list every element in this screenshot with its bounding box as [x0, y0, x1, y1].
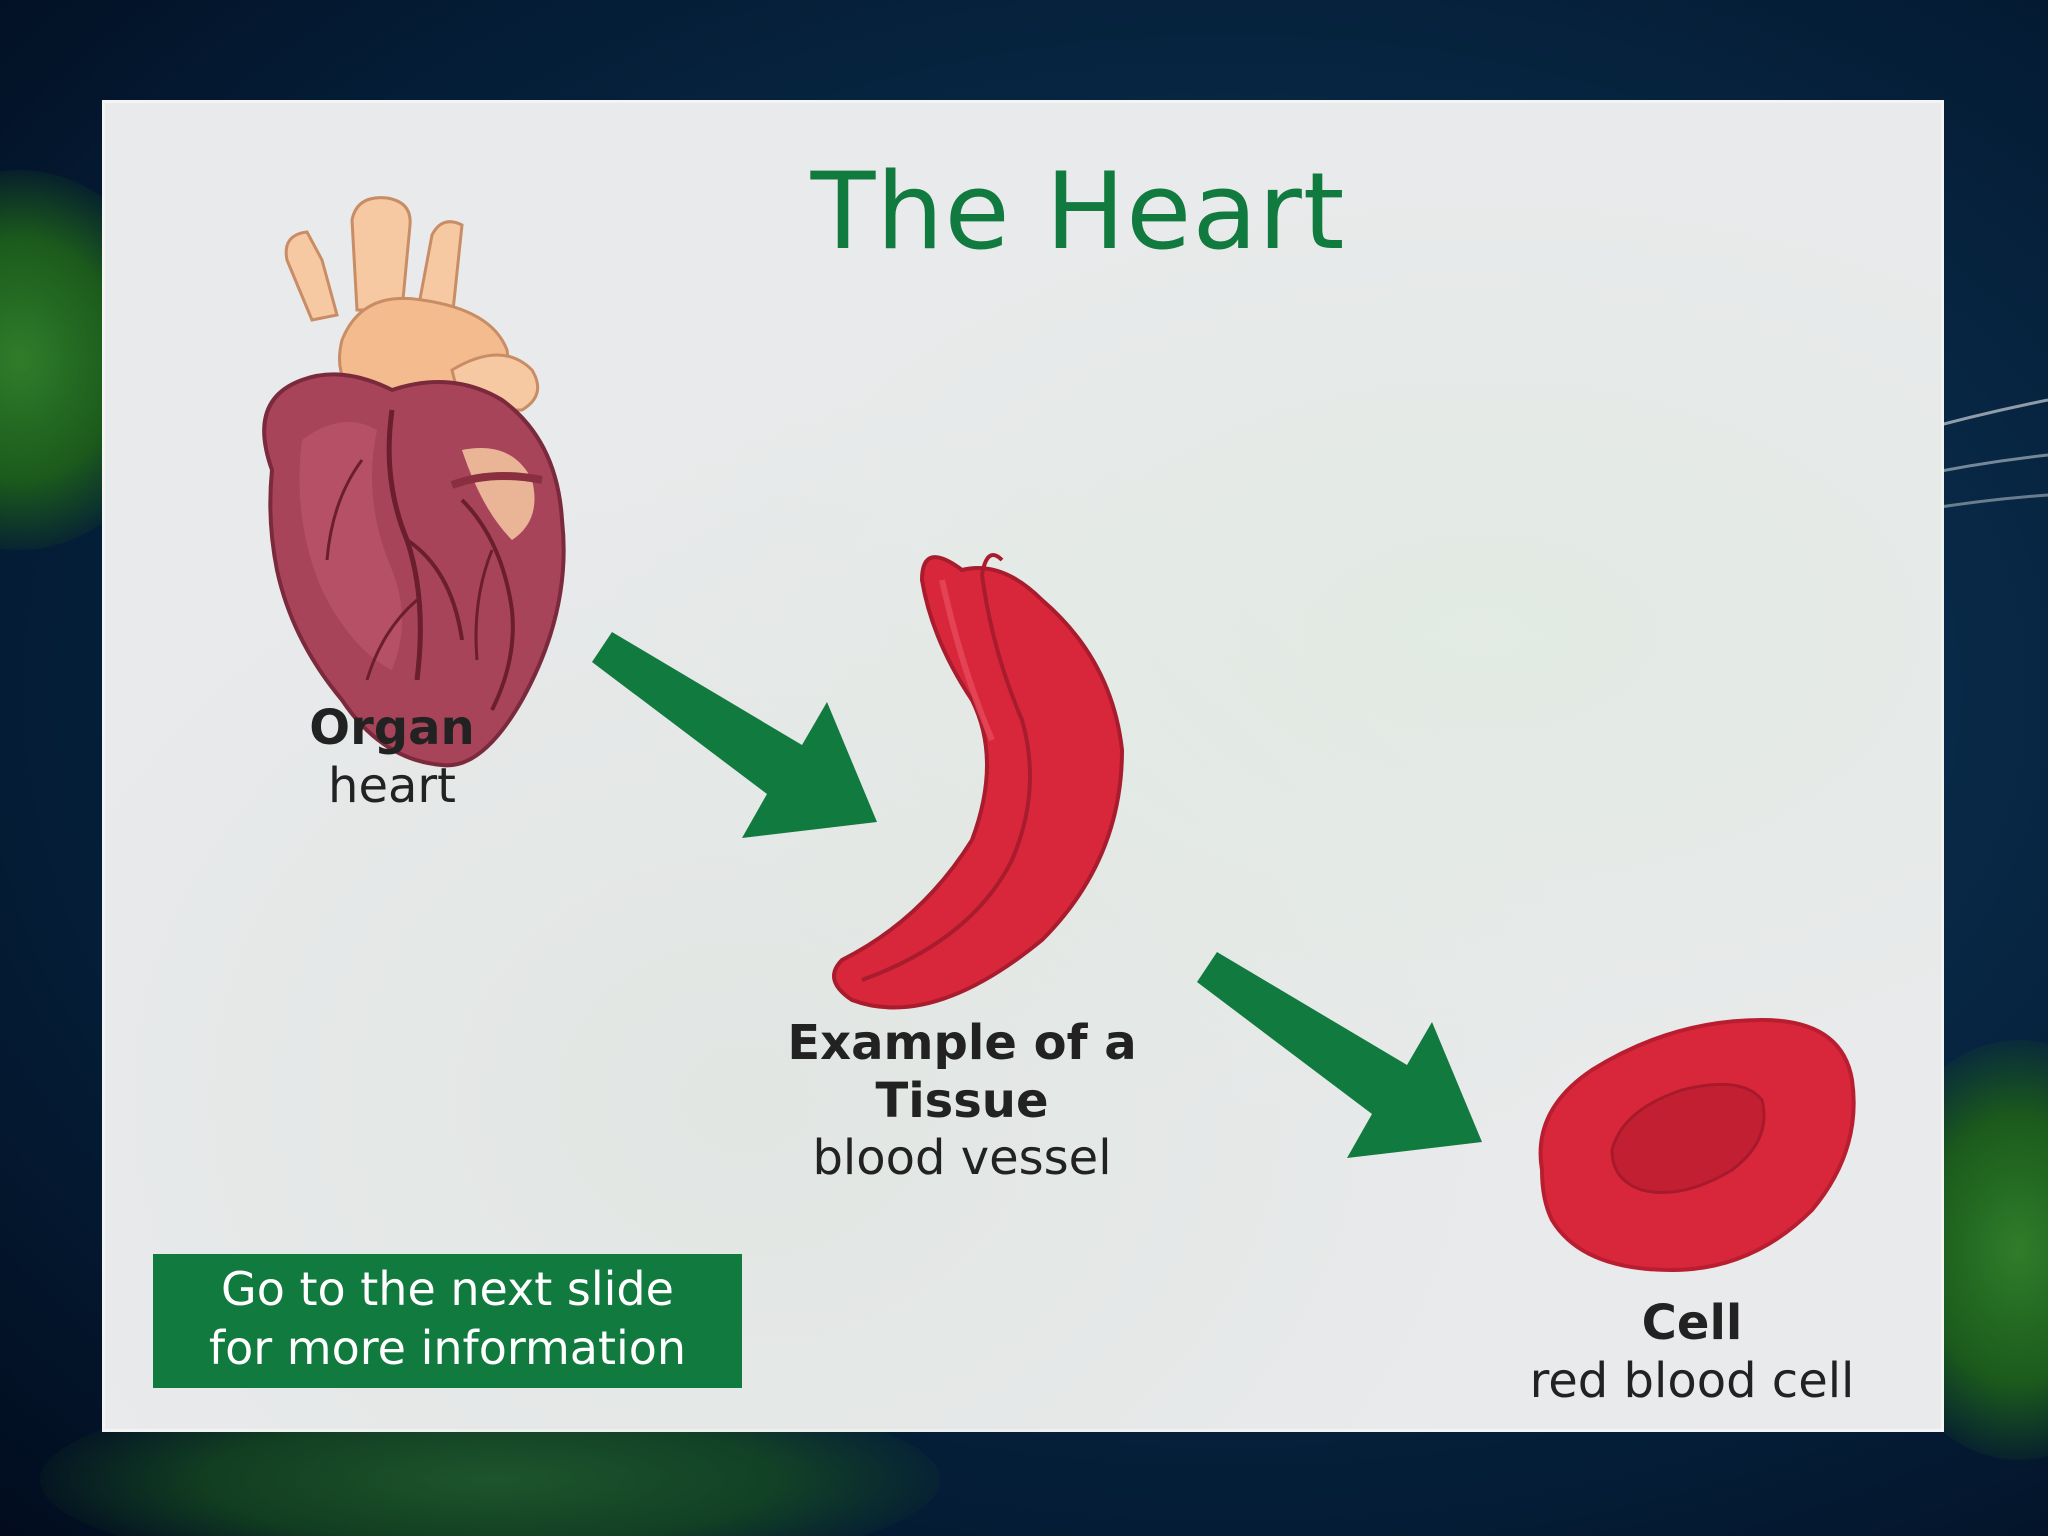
next-slide-button[interactable]: Go to the next slide for more informatio…	[153, 1254, 742, 1388]
heart-organ-icon	[262, 196, 566, 768]
arrow-down-right-icon	[1197, 952, 1482, 1158]
cell-label: Cell red blood cell	[1482, 1295, 1902, 1410]
blood-vessel-tissue-icon	[832, 553, 1125, 1010]
tissue-heading-line1: Example of a	[787, 1015, 1137, 1071]
red-blood-cell-icon	[1538, 1017, 1856, 1273]
organ-name: heart	[328, 757, 456, 814]
cell-name: red blood cell	[1529, 1352, 1855, 1409]
slide-card: The Heart Organ heart Example of a	[102, 100, 1944, 1432]
next-slide-button-line2: for more information	[208, 1320, 687, 1375]
organ-heading: Organ	[309, 700, 475, 756]
slide-title: The Heart	[810, 150, 1346, 273]
arrow-down-right-icon	[592, 632, 877, 838]
tissue-label: Example of a Tissue blood vessel	[752, 1015, 1172, 1188]
tissue-name: blood vessel	[812, 1130, 1112, 1187]
tissue-heading-line2: Tissue	[875, 1072, 1049, 1129]
organ-label: Organ heart	[232, 700, 552, 815]
cell-heading: Cell	[1641, 1295, 1743, 1351]
next-slide-button-line1: Go to the next slide	[221, 1262, 674, 1316]
